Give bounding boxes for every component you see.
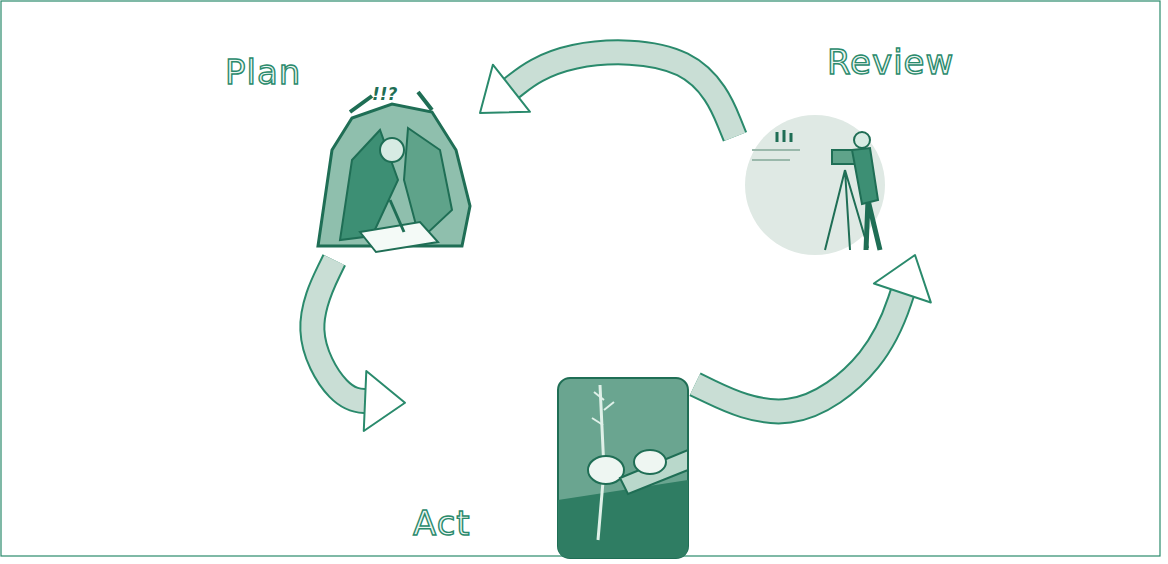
arrow-ribbon [508,52,735,136]
surveyor-head [854,132,870,148]
right-hand [634,450,666,474]
arrow-head [364,371,405,431]
ground-circle [745,115,885,255]
stage-node: Act [405,375,695,560]
arrow-head [874,255,931,302]
stage-label: Review [827,42,954,82]
cloak-shape [318,104,470,246]
pen [390,200,404,232]
paper-sheet [360,222,438,252]
arrow-ribbon-outline [508,52,735,136]
stage-label: Plan [225,52,301,92]
stage-label: Act [413,503,471,543]
exclamation-note: !!? [372,84,397,104]
surveyor-body [852,148,878,204]
arm-sleeve [620,450,688,494]
stage-node: Review [735,40,960,255]
survey-poles [777,130,791,142]
act-tile [558,378,688,558]
stage-node: Plan [215,50,480,260]
figure-head [380,138,404,162]
left-hand [588,456,624,484]
arrow-ribbon-outline [312,260,369,401]
arrow-ribbon-outline [695,289,904,411]
arrow-head [480,65,530,113]
horizon-line [752,150,800,160]
soil [558,480,688,558]
cycle-arrow [695,255,931,411]
weed-leaves [592,392,614,425]
arrow-ribbon [312,260,369,401]
cycle-arrow [312,260,405,431]
arrow-ribbon [695,289,904,411]
cycle-arrow [480,52,735,136]
